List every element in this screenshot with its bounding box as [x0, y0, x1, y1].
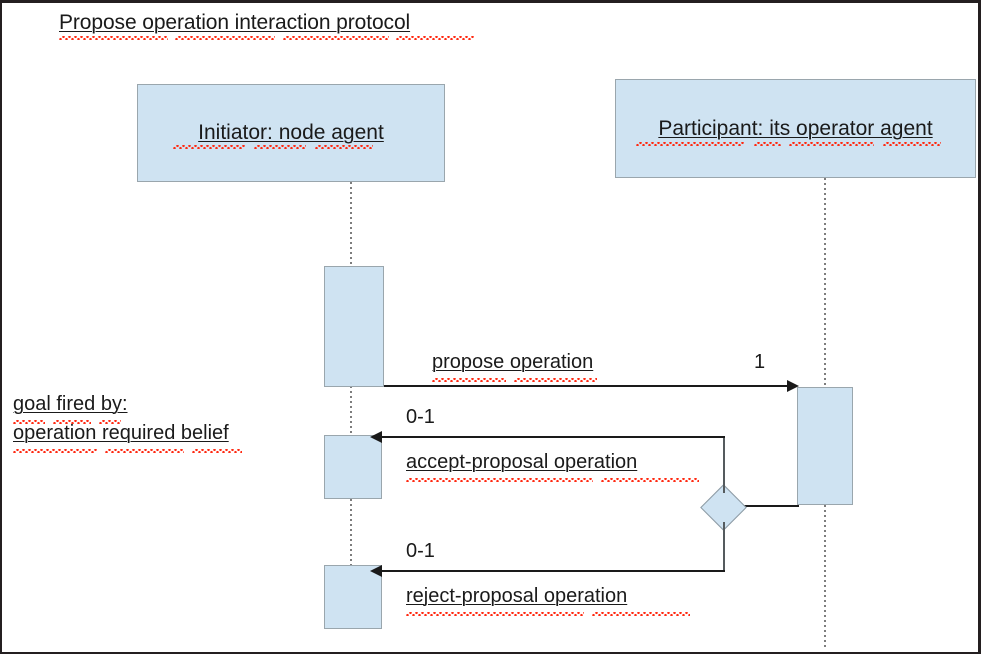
note-line-1: goal fired by:	[13, 393, 128, 415]
message-multiplicity-propose: 1	[754, 351, 766, 373]
spellcheck-squiggle-reject-1	[406, 612, 584, 616]
arrowhead-reject	[370, 565, 382, 577]
spellcheck-squiggle-accept-1	[406, 478, 593, 482]
branch-path-accept-vertical	[723, 437, 725, 493]
message-line-accept	[382, 436, 725, 438]
activation-bar-participant-1	[797, 387, 853, 505]
branch-path-reject-vertical	[723, 522, 725, 572]
message-label-propose: propose operation	[432, 351, 594, 373]
message-label-accept: accept-proposal operation	[406, 451, 638, 473]
lifeline-label-initiator: Initiator: node agent	[198, 121, 384, 144]
message-label-reject: reject-proposal operation	[406, 585, 628, 607]
lifeline-participant-segment-1	[824, 178, 826, 388]
branch-connector-to-diamond	[739, 505, 799, 507]
lifeline-initiator-segment-3	[350, 499, 352, 567]
spellcheck-squiggle-title-4	[396, 36, 474, 40]
lifeline-header-participant[interactable]: Participant: its operator agent	[615, 79, 976, 178]
spellcheck-squiggle-propose-2	[514, 378, 597, 382]
lifeline-header-initiator[interactable]: Initiator: node agent	[137, 84, 445, 182]
activation-bar-initiator-2	[324, 435, 382, 499]
spellcheck-squiggle-title-2	[175, 36, 275, 40]
spellcheck-squiggle-propose-1	[432, 378, 506, 382]
message-line-propose	[384, 385, 791, 387]
note-line-2: operation required belief	[13, 422, 229, 444]
spellcheck-squiggle-note-2b	[105, 449, 184, 453]
spellcheck-squiggle-note-2a	[13, 449, 97, 453]
message-multiplicity-reject: 0-1	[406, 540, 435, 562]
spellcheck-squiggle-note-2c	[192, 449, 242, 453]
arrowhead-accept	[370, 431, 382, 443]
message-line-reject	[382, 570, 725, 572]
lifeline-initiator-segment-1	[350, 182, 352, 268]
lifeline-participant-segment-2	[824, 505, 826, 647]
spellcheck-squiggle-accept-2	[601, 478, 699, 482]
activation-bar-initiator-1	[324, 266, 384, 387]
spellcheck-squiggle-title-1	[59, 36, 168, 40]
spellcheck-squiggle-reject-2	[592, 612, 690, 616]
message-multiplicity-accept: 0-1	[406, 406, 435, 428]
lifeline-label-participant: Participant: its operator agent	[658, 116, 933, 140]
spellcheck-squiggle-title-3	[283, 36, 389, 40]
diagram-title: Propose operation interaction protocol	[59, 11, 411, 34]
arrowhead-propose	[787, 380, 799, 392]
lifeline-initiator-segment-2	[350, 386, 352, 437]
